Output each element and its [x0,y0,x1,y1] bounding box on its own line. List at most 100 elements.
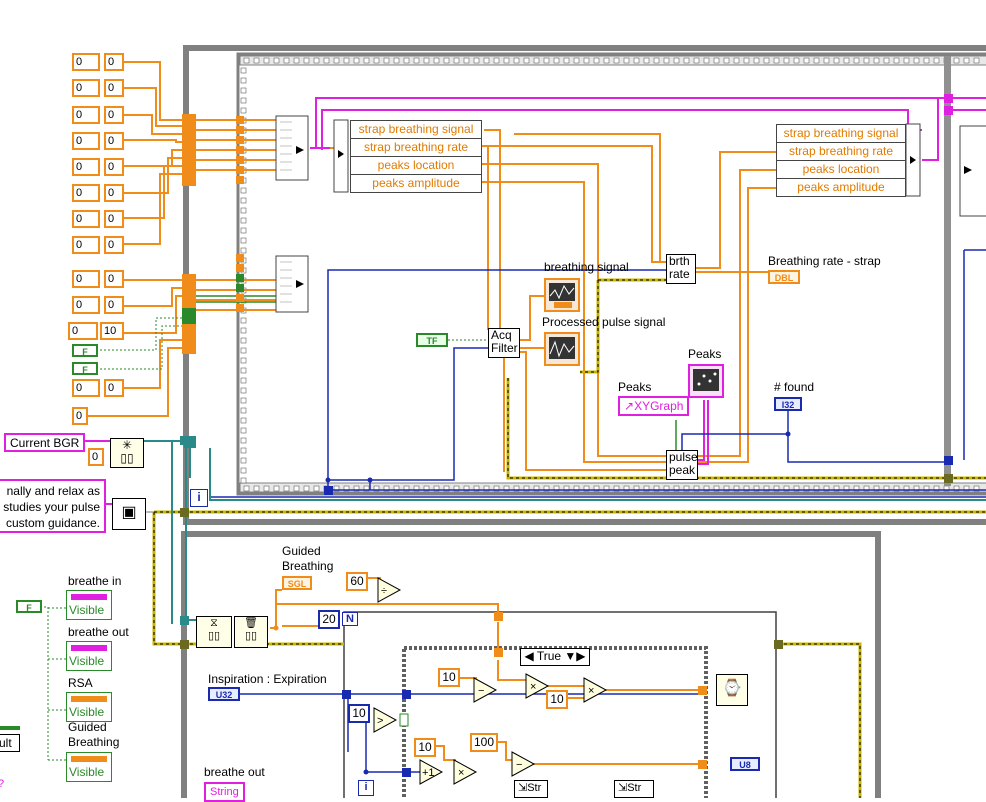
film-strip-dot [240,197,247,204]
local-variable-icon: ↗ [624,399,635,413]
numeric-control[interactable]: 0 [72,158,100,176]
numeric-control[interactable]: 0 [72,407,88,425]
constant-ten-b[interactable]: 10 [546,690,568,709]
film-strip-dot [240,237,247,244]
numeric-control[interactable]: 0 [104,296,124,314]
processed-pulse-graph-icon[interactable] [544,332,580,366]
array-build-column [182,114,196,186]
numeric-control[interactable]: 0 [68,322,98,340]
cluster-item[interactable]: strap breathing signal [776,125,906,143]
numeric-control[interactable]: 0 [72,296,100,314]
film-strip-dot [240,427,247,434]
film-strip-dot [513,57,520,64]
numeric-control[interactable]: 0 [104,184,124,202]
breathing-signal-graph-icon[interactable] [544,278,580,312]
numeric-control[interactable]: 0 [104,158,124,176]
constant-sixty[interactable]: 60 [346,572,368,591]
numeric-control[interactable]: 0 [72,379,100,397]
array-index-node: ✳▯▯ [110,438,144,468]
boolean-control[interactable]: F [72,344,98,357]
film-strip-dot [413,485,420,492]
film-strip-dot [503,57,510,64]
numeric-control[interactable]: 0 [104,132,124,150]
i32-indicator: I32 [774,397,802,411]
constant-ten-d[interactable]: 10 [414,738,436,757]
property-node-breathe-out[interactable]: Visible [66,641,112,671]
film-strip-dot [383,57,390,64]
svg-text:>: > [377,715,383,727]
film-strip-dot [553,57,560,64]
numeric-control[interactable]: 0 [104,236,124,254]
constant-hundred[interactable]: 100 [470,733,498,752]
film-strip-dot [253,485,260,492]
numeric-control[interactable]: 0 [104,79,124,97]
film-strip-dot [353,57,360,64]
film-strip-dot [773,57,780,64]
constant-ten-c[interactable]: 10 [348,704,370,723]
numeric-control-ten[interactable]: 10 [100,322,124,340]
film-strip-dot [493,485,500,492]
numeric-control[interactable]: 0 [104,379,124,397]
cluster-item[interactable]: peaks location [350,157,482,175]
bgr-index-constant[interactable]: 0 [88,448,104,466]
property-node-guided-breathing[interactable]: Visible [66,752,112,782]
cluster-item[interactable]: peaks amplitude [776,179,906,197]
property-node-rsa[interactable]: Visible [66,692,112,722]
acq-filter-subvi[interactable]: Acq Filter [488,328,520,358]
property-name: Visible [69,654,105,668]
property-name: Visible [69,705,105,719]
case-selector[interactable]: ◀ True ▼▶ [520,648,590,666]
guided-breathing-label: Guided Breathing [282,544,333,574]
current-bgr-control[interactable]: Current BGR [4,433,86,452]
numeric-control[interactable]: 0 [72,236,100,254]
film-strip-dot [463,485,470,492]
film-strip-dot [923,57,930,64]
cluster-item[interactable]: peaks location [776,161,906,179]
u32-control[interactable]: U32 [208,687,240,701]
numeric-control[interactable]: 0 [72,132,100,150]
film-strip-dot [240,247,247,254]
film-strip-dot [343,485,350,492]
numeric-control[interactable]: 0 [72,184,100,202]
case-prev-arrow[interactable]: ◀ [524,649,534,663]
boolean-control[interactable]: F [72,362,98,375]
cluster-item[interactable]: strap breathing rate [776,143,906,161]
constant-ten-a[interactable]: 10 [438,668,460,687]
film-strip-dot [713,485,720,492]
film-strip-dot [240,187,247,194]
boolean-constant-tf[interactable]: TF [416,333,448,347]
for-loop-frame [343,611,777,798]
peaks-xy-graph-icon[interactable] [688,364,724,398]
false-constant[interactable]: F [16,600,42,613]
cluster-item[interactable]: strap breathing rate [350,139,482,157]
property-node-breathe-in[interactable]: Visible [66,590,112,620]
numeric-control[interactable]: 0 [104,106,124,124]
film-strip-dot [703,485,710,492]
brth-rate-subvi[interactable]: brth rate [666,254,696,284]
svg-text:×: × [588,685,594,697]
cluster-item[interactable]: strap breathing signal [350,121,482,139]
film-strip-dot [293,57,300,64]
numeric-control[interactable]: 0 [104,210,124,228]
film-strip-dot [843,485,850,492]
case-dropdown-arrow[interactable]: ▼▶ [564,649,586,663]
film-strip-dot [793,57,800,64]
peaks-local-label: Peaks [618,380,652,394]
numeric-control[interactable]: 0 [104,270,124,288]
breathe-out-bottom-label: breathe out [204,765,265,779]
cluster-item[interactable]: peaks amplitude [350,175,482,193]
subvi-label: Acq [491,328,512,342]
xygraph-local-variable[interactable]: ↗XYGraph [618,396,690,416]
numeric-control[interactable]: 0 [104,53,124,71]
numeric-control[interactable]: 0 [72,270,100,288]
numeric-control[interactable]: 0 [72,106,100,124]
numeric-control[interactable]: 0 [72,79,100,97]
numeric-control[interactable]: 0 [72,210,100,228]
film-strip-dot [733,485,740,492]
breathe-out-string-control[interactable]: String [204,782,245,802]
film-strip-dot [853,57,860,64]
numeric-control[interactable]: 0 [72,53,100,71]
pulse-peak-subvi[interactable]: pulse peak [666,450,698,480]
film-strip-dot [543,485,550,492]
constant-twenty[interactable]: 20 [318,610,340,629]
